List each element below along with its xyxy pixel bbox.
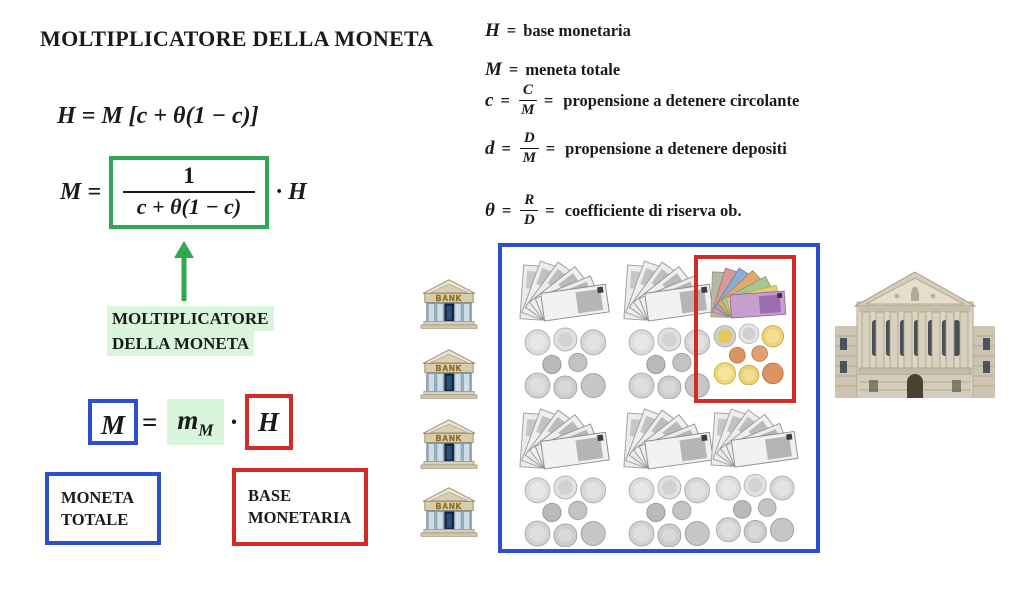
definition-c-symbol: c bbox=[485, 89, 494, 111]
definition-theta-text: coefficiente di riserva ob. bbox=[564, 200, 742, 220]
definition-d-symbol: d bbox=[485, 137, 495, 159]
symbol-mm: m bbox=[177, 405, 199, 436]
formula-multiplier: M = 1 c + θ(1 − c) · H bbox=[60, 156, 307, 230]
fraction-denominator: c + θ(1 − c) bbox=[136, 194, 242, 220]
coin-cluster-gray bbox=[524, 475, 607, 547]
highlighted-money-frame bbox=[694, 255, 796, 403]
equals-sign: = bbox=[543, 90, 554, 110]
equals-sign: = bbox=[506, 21, 517, 40]
equals-sign: = bbox=[508, 60, 519, 79]
formula-multiplier-rhs: · H bbox=[276, 179, 307, 206]
definition-h-symbol: H bbox=[485, 20, 500, 41]
definition-m: M = meneta totale bbox=[485, 59, 620, 81]
money-grid-frame bbox=[498, 243, 820, 553]
moneta-totale-line1: MONETA bbox=[61, 487, 135, 507]
bank-icon-label: BANK bbox=[436, 364, 463, 373]
money-unit-gray bbox=[616, 403, 716, 547]
multiplier-fraction-box: 1 c + θ(1 − c) bbox=[109, 156, 270, 230]
fraction-numerator: 1 bbox=[183, 163, 195, 188]
equals-sign: = bbox=[142, 406, 158, 437]
bank-icon: BANK bbox=[420, 279, 478, 329]
formula-mm: M = mM · H bbox=[88, 394, 293, 450]
base-monetaria-line1: BASE bbox=[248, 486, 292, 505]
bank-icon-label: BANK bbox=[436, 294, 463, 303]
definition-theta-symbol: θ bbox=[485, 199, 495, 221]
coin-cluster-color bbox=[713, 323, 785, 385]
definition-m-symbol: M bbox=[485, 59, 502, 80]
definition-h: H = base monetaria bbox=[485, 20, 631, 42]
base-monetaria-highlight-box: H bbox=[244, 394, 293, 450]
multiplier-symbol-highlight: mM bbox=[167, 399, 224, 445]
bank-icon: BANK bbox=[420, 419, 478, 469]
bank-icon: BANK bbox=[420, 349, 478, 399]
symbol-h: H bbox=[258, 406, 280, 437]
money-unit-gray bbox=[512, 403, 612, 547]
money-unit-color bbox=[703, 263, 789, 385]
money-unit-gray bbox=[512, 255, 612, 399]
symbol-m: M bbox=[100, 410, 125, 440]
page-title: MOLTIPLICATORE DELLA MONETA bbox=[40, 26, 434, 51]
banknote-fan-gray bbox=[710, 408, 799, 468]
formula-base-money: H = M [c + θ(1 − c)] bbox=[57, 103, 259, 129]
equals-sign: = bbox=[501, 138, 511, 158]
equals-sign: = bbox=[500, 90, 510, 110]
bank-icon-label: BANK bbox=[436, 434, 463, 443]
coin-cluster-gray bbox=[715, 473, 795, 543]
moneta-totale-line2: TOTALE bbox=[61, 509, 129, 529]
equals-sign: = bbox=[545, 200, 555, 220]
coin-cluster-gray bbox=[628, 475, 711, 547]
formula-multiplier-lhs: M = bbox=[60, 179, 102, 206]
equals-sign: = bbox=[545, 138, 556, 158]
fraction-bar bbox=[123, 191, 256, 194]
banknote-fan-color bbox=[710, 267, 787, 319]
definition-m-text: meneta totale bbox=[525, 60, 621, 79]
base-monetaria-box: BASE MONETARIA bbox=[232, 468, 368, 546]
definition-d-text: propensione a detenere depositi bbox=[565, 138, 787, 158]
moneta-totale-highlight-box: M bbox=[88, 399, 138, 445]
multiplier-label: MOLTIPLICATORE DELLA MONETA bbox=[107, 306, 274, 356]
banknote-fan-gray bbox=[519, 260, 610, 322]
central-bank-building-image bbox=[835, 271, 995, 398]
moneta-totale-box: MONETA TOTALE bbox=[45, 472, 161, 545]
symbol-mm-sub: M bbox=[198, 420, 214, 440]
bank-icon-label: BANK bbox=[436, 502, 463, 511]
banknote-fan-gray bbox=[519, 408, 610, 470]
bank-icon: BANK bbox=[420, 487, 478, 537]
coin-cluster-gray bbox=[524, 327, 607, 399]
base-monetaria-line2: MONETARIA bbox=[248, 508, 352, 527]
banknote-fan-gray bbox=[623, 408, 714, 470]
definition-c-text: propensione a detenere circolante bbox=[563, 90, 800, 110]
arrow-up-icon bbox=[174, 241, 194, 301]
multiplier-label-line1: MOLTIPLICATORE bbox=[107, 306, 274, 331]
equals-sign: = bbox=[501, 200, 512, 220]
definition-h-text: base monetaria bbox=[523, 21, 631, 40]
money-unit-gray bbox=[704, 403, 800, 543]
multiplier-label-line2: DELLA MONETA bbox=[107, 331, 255, 356]
dot-operator: · bbox=[229, 406, 239, 437]
